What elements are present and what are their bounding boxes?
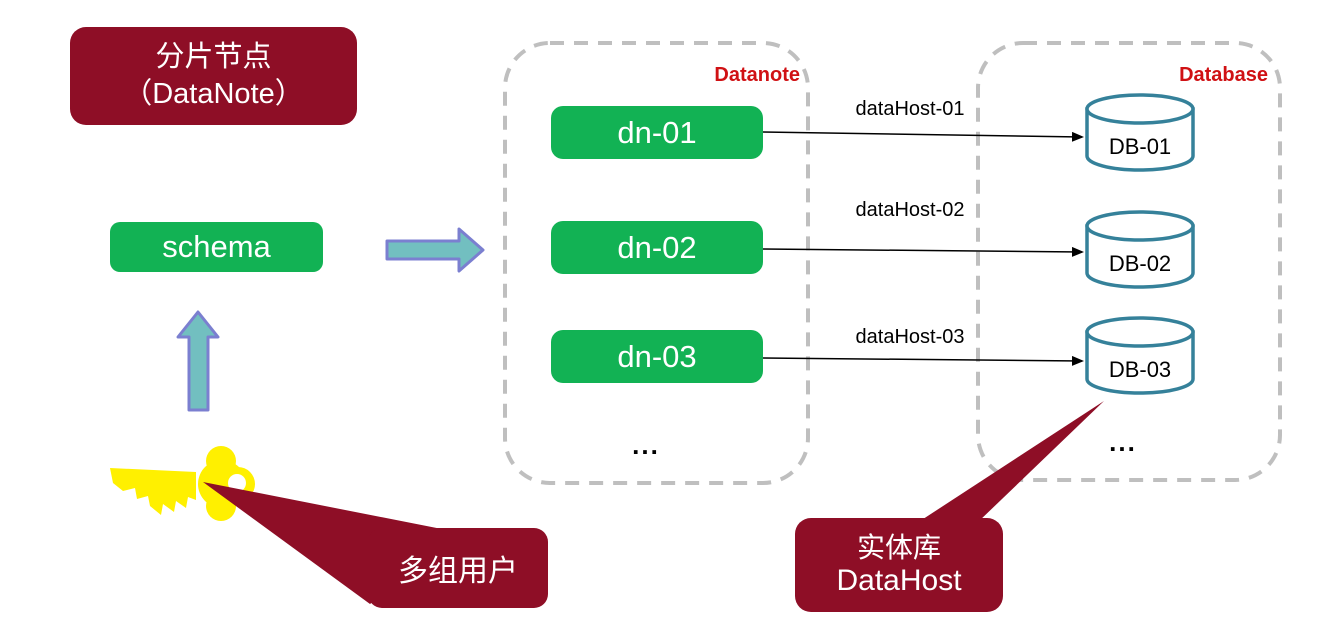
db-02-label: DB-02 <box>1108 251 1172 276</box>
datanote-ellipsis: ... <box>632 430 660 460</box>
node-dn-02: dn-02 <box>551 221 763 274</box>
datahost-callout-line1: 实体库 <box>856 530 941 564</box>
datahost-callout-line2: DataHost <box>836 563 962 597</box>
connector-label-datahost-01: dataHost-01 <box>855 98 965 120</box>
node-dn-01-label: dn-01 <box>617 114 697 150</box>
db-01-cylinder-icon <box>1085 93 1195 172</box>
schema-node: schema <box>110 222 323 272</box>
connector-label-datahost-03: dataHost-03 <box>855 326 965 348</box>
db-03-cylinder-icon <box>1085 316 1195 395</box>
users-callout-box: 多组用户 <box>368 528 548 608</box>
datahost-callout-pointer <box>917 401 1104 523</box>
key-icon <box>110 446 255 521</box>
connector-datahost-03 <box>762 355 1084 366</box>
datanote-title-line1: 分片节点 <box>155 40 272 73</box>
node-dn-01: dn-01 <box>551 106 763 159</box>
up-block-arrow <box>176 310 220 412</box>
datanote-group-label: Datanote <box>714 64 800 86</box>
node-dn-03: dn-03 <box>551 330 763 383</box>
right-block-arrow <box>385 227 485 273</box>
node-dn-02-label: dn-02 <box>617 229 697 265</box>
database-group-container <box>976 41 1282 482</box>
db-01-label: DB-01 <box>1108 134 1172 159</box>
users-callout-label: 多组用户 <box>398 554 518 589</box>
datanote-group-container <box>503 41 810 485</box>
connector-datahost-02 <box>762 246 1084 257</box>
datahost-callout-box: 实体库 DataHost <box>795 518 1003 612</box>
db-02-cylinder-icon <box>1085 210 1195 289</box>
node-dn-03-label: dn-03 <box>617 338 697 374</box>
db-03-label: DB-03 <box>1108 357 1172 382</box>
schema-node-label: schema <box>162 229 271 264</box>
connector-datahost-01 <box>762 131 1084 142</box>
database-group-label: Database <box>1179 64 1268 86</box>
datanote-title-box: 分片节点 （DataNote） <box>70 27 357 125</box>
database-ellipsis: ... <box>1109 427 1137 457</box>
connector-label-datahost-02: dataHost-02 <box>855 199 965 221</box>
datanote-title-line2: （DataNote） <box>123 78 304 110</box>
